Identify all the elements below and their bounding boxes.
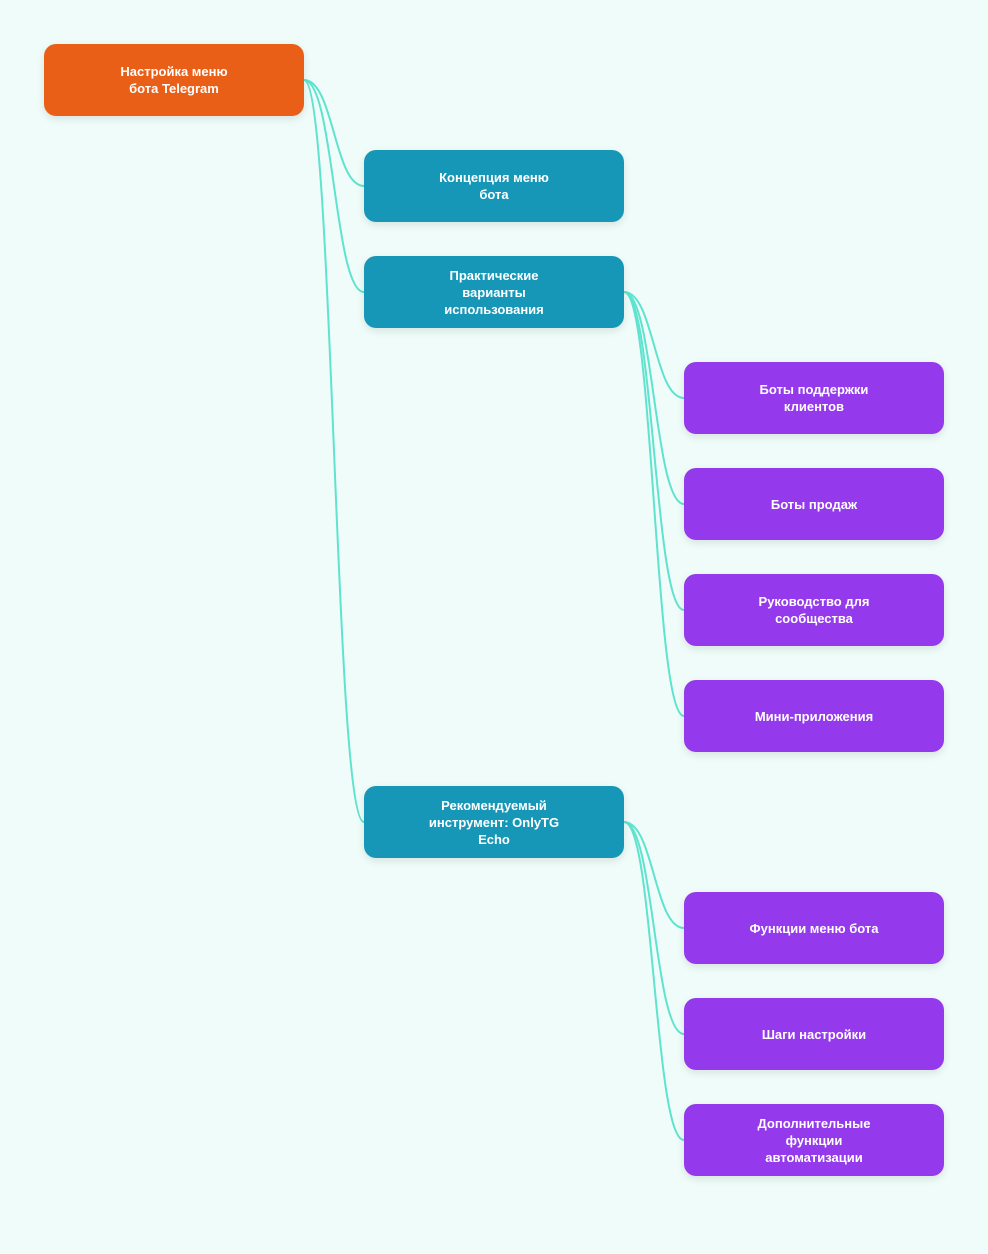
root-node[interactable]: Настройка меню бота Telegram — [44, 44, 304, 116]
branch-node-label: Концепция меню бота — [439, 170, 549, 202]
leaf-node-label: Дополнительные функции автоматизации — [757, 1115, 871, 1165]
leaf-node-automation-functions[interactable]: Дополнительные функции автоматизации — [684, 1104, 944, 1176]
leaf-node-sales-bots[interactable]: Боты продаж — [684, 468, 944, 540]
leaf-node-support-bots[interactable]: Боты поддержки клиентов — [684, 362, 944, 434]
connector-root-to-branch-2 — [303, 79, 365, 823]
branch-node-label: Рекомендуемый инструмент: OnlyTG Echo — [428, 797, 560, 847]
leaf-node-mini-apps[interactable]: Мини-приложения — [684, 680, 944, 752]
branch-node-recommended-tool[interactable]: Рекомендуемый инструмент: OnlyTG Echo — [364, 786, 624, 858]
leaf-node-setup-steps[interactable]: Шаги настройки — [684, 998, 944, 1070]
leaf-node-label: Боты продаж — [770, 496, 858, 512]
leaf-node-label: Руководство для сообщества — [758, 594, 870, 626]
connector-branch-1-child-1 — [623, 291, 685, 505]
connector-branch-2-child-1 — [623, 821, 685, 1035]
connector-root-to-branch-0 — [303, 79, 365, 187]
connector-root-to-branch-1 — [303, 79, 365, 293]
connector-branch-1-child-2 — [623, 291, 685, 611]
branch-node-menu-concept[interactable]: Концепция меню бота — [364, 150, 624, 222]
leaf-node-community-guide[interactable]: Руководство для сообщества — [684, 574, 944, 646]
leaf-node-label: Мини-приложения — [754, 708, 874, 724]
branch-node-use-cases[interactable]: Практические варианты использования — [364, 256, 624, 328]
connector-branch-1-child-3 — [623, 291, 685, 717]
leaf-node-label: Боты поддержки клиентов — [759, 382, 869, 414]
branch-node-label: Практические варианты использования — [444, 267, 544, 317]
connector-branch-2-child-2 — [623, 821, 685, 1141]
connector-branch-2-child-0 — [623, 821, 685, 929]
connector-branch-1-child-0 — [623, 291, 685, 399]
leaf-node-menu-functions[interactable]: Функции меню бота — [684, 892, 944, 964]
root-node-label: Настройка меню бота Telegram — [120, 64, 228, 96]
leaf-node-label: Шаги настройки — [761, 1026, 867, 1042]
leaf-node-label: Функции меню бота — [749, 920, 879, 936]
